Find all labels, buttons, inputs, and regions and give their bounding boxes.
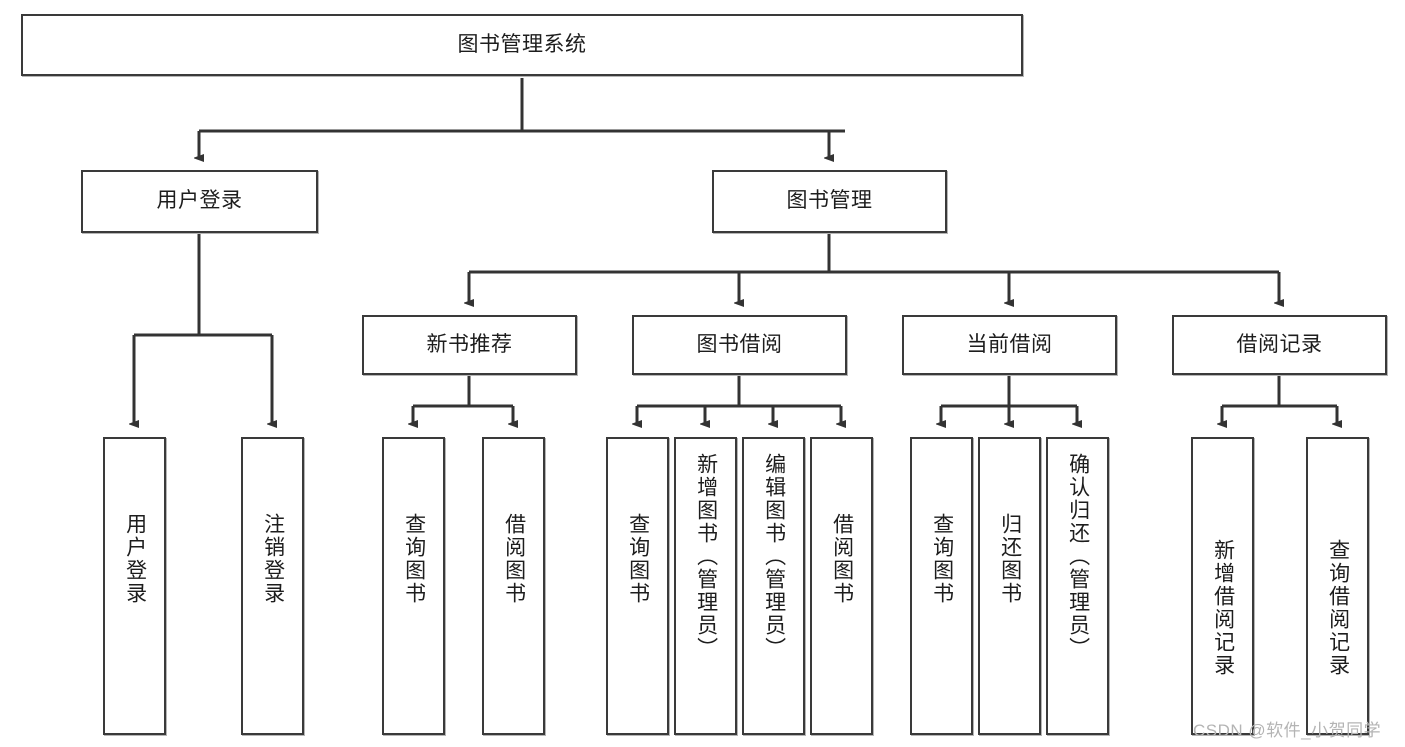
leaf-return-book-label: 归还图书: [998, 513, 1022, 605]
node-book-borrow-label: 图书借阅: [696, 332, 783, 356]
leaf-query-record[interactable]: 查询借阅记录: [1306, 437, 1369, 735]
node-borrow-record-label: 借阅记录: [1236, 332, 1323, 356]
leaf-add-book-label: 新增图书（管理员）: [694, 453, 718, 660]
leaf-borrow-book-2[interactable]: 借阅图书: [810, 437, 873, 735]
leaf-query-book-1[interactable]: 查询图书: [382, 437, 445, 735]
node-user-login-label: 用户登录: [156, 189, 243, 213]
node-root-label: 图书管理系统: [457, 32, 587, 56]
leaf-query-book-1-label: 查询图书: [402, 513, 426, 605]
leaf-user-login-label: 用户登录: [123, 513, 147, 605]
leaf-borrow-book-1-label: 借阅图书: [502, 513, 526, 605]
leaf-add-record-label: 新增借阅记录: [1211, 539, 1235, 677]
node-new-book-recommend-label: 新书推荐: [426, 332, 513, 356]
leaf-user-logout-label: 注销登录: [261, 513, 285, 605]
leaf-confirm-return[interactable]: 确认归还（管理员）: [1046, 437, 1109, 735]
node-current-borrow[interactable]: 当前借阅: [902, 315, 1117, 375]
leaf-edit-book-label: 编辑图书（管理员）: [762, 453, 786, 660]
leaf-add-book[interactable]: 新增图书（管理员）: [674, 437, 737, 735]
node-borrow-record[interactable]: 借阅记录: [1172, 315, 1387, 375]
leaf-query-book-2-label: 查询图书: [626, 513, 650, 605]
leaf-query-book-3[interactable]: 查询图书: [910, 437, 973, 735]
leaf-confirm-return-label: 确认归还（管理员）: [1066, 453, 1090, 660]
leaf-borrow-book-1[interactable]: 借阅图书: [482, 437, 545, 735]
node-book-manage-label: 图书管理: [786, 189, 873, 213]
node-current-borrow-label: 当前借阅: [966, 332, 1053, 356]
leaf-add-record[interactable]: 新增借阅记录: [1191, 437, 1254, 735]
node-book-borrow[interactable]: 图书借阅: [632, 315, 847, 375]
node-user-login[interactable]: 用户登录: [81, 170, 318, 233]
leaf-edit-book[interactable]: 编辑图书（管理员）: [742, 437, 805, 735]
leaf-borrow-book-2-label: 借阅图书: [830, 513, 854, 605]
leaf-query-record-label: 查询借阅记录: [1326, 539, 1350, 677]
leaf-query-book-3-label: 查询图书: [930, 513, 954, 605]
csdn-watermark: CSDN @软件_小贺同学: [1193, 721, 1382, 740]
leaf-query-book-2[interactable]: 查询图书: [606, 437, 669, 735]
leaf-return-book[interactable]: 归还图书: [978, 437, 1041, 735]
leaf-user-login[interactable]: 用户登录: [103, 437, 166, 735]
leaf-user-logout[interactable]: 注销登录: [241, 437, 304, 735]
node-book-manage[interactable]: 图书管理: [712, 170, 947, 233]
node-new-book-recommend[interactable]: 新书推荐: [362, 315, 577, 375]
node-root[interactable]: 图书管理系统: [21, 14, 1023, 76]
